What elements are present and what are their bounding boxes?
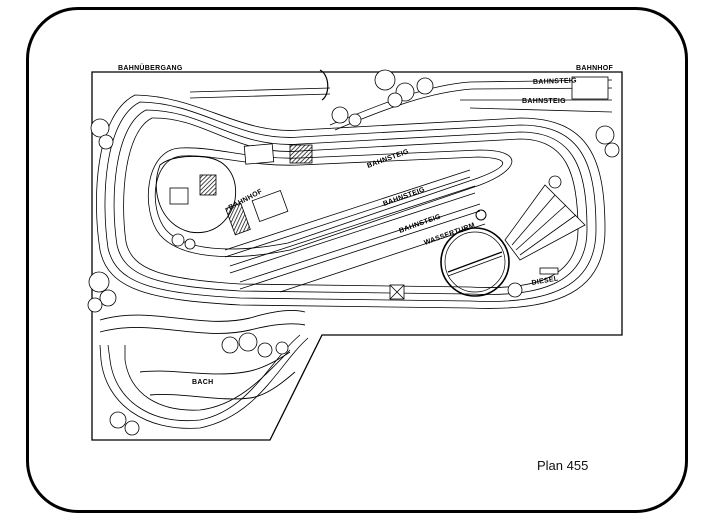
platform-label-a: BAHNSTEIG: [366, 148, 410, 170]
outer-loop-tracks: [96, 94, 606, 309]
trees: [87, 69, 620, 436]
platform-label-b: BAHNSTEIG: [382, 186, 426, 208]
water-tower-label: WASSERTURM: [423, 222, 476, 247]
platform-label-top1: BAHNSTEIG: [533, 77, 577, 86]
creek-label: BACH: [192, 379, 213, 386]
platform-label-top2: BAHNSTEIG: [522, 98, 566, 105]
plan-caption: Plan 455: [537, 458, 589, 473]
buildings: [169, 69, 609, 300]
diesel-label: DIESEL: [531, 275, 559, 287]
platform-label-c: BAHNSTEIG: [398, 213, 442, 235]
board-outline: [91, 71, 623, 441]
crossing-label: BAHNÜBERGANG: [118, 63, 183, 72]
station-label-top: BAHNHOF: [576, 65, 614, 72]
creek: [99, 309, 306, 400]
hill-contour: [155, 155, 237, 234]
turntable: [440, 227, 510, 297]
station-yard-tracks: [224, 169, 486, 293]
roundhouse: [475, 184, 586, 261]
lower-branch-tracks: [99, 334, 309, 429]
